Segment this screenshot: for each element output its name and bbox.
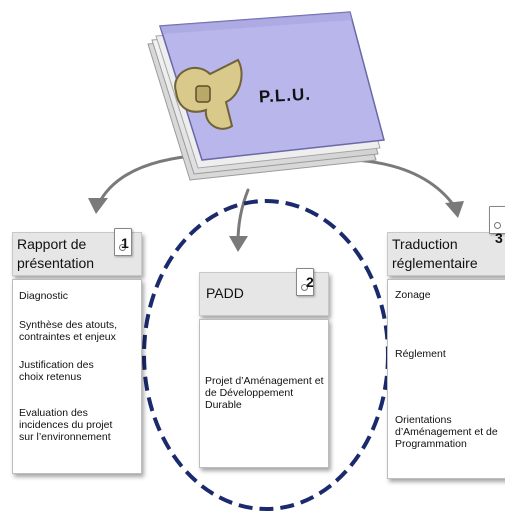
folder-icon [147, 11, 385, 181]
binder-icon [296, 268, 314, 296]
traduction-item: Zonage [395, 289, 431, 301]
padd-item: Projet d’Aménagement et de Développement… [205, 375, 324, 411]
arrow-to-traduction [353, 158, 457, 209]
traduction-item: Réglement [395, 348, 446, 360]
traduction-item: Orientations d’Aménagement et de Program… [395, 414, 498, 450]
arrowheads [88, 198, 464, 252]
padd-title: PADD [206, 285, 244, 301]
binder-icon [114, 228, 132, 256]
rapport-item: Diagnostic [19, 290, 69, 302]
rapport-title: Rapport de présentation [17, 236, 95, 271]
traduction-title: Traduction réglementaire [392, 236, 478, 271]
traduction-card [387, 279, 505, 479]
rapport-card [12, 279, 142, 474]
rapport-item: Evaluation des incidences du projet sur … [19, 407, 113, 443]
rapport-number: 1 [121, 235, 129, 251]
traduction-number: 3 [495, 230, 503, 246]
folder-label: P.L.U. [258, 84, 312, 107]
rapport-item: Synthèse des atouts, contraintes et enje… [19, 319, 118, 343]
rapport-item: Justification des choix retenus [19, 359, 94, 383]
traduction-header: Traduction réglementaire [387, 232, 505, 276]
padd-card [199, 319, 329, 468]
padd-number: 2 [306, 274, 314, 290]
binder-icon [489, 206, 505, 234]
arrow-to-padd [236, 188, 250, 244]
